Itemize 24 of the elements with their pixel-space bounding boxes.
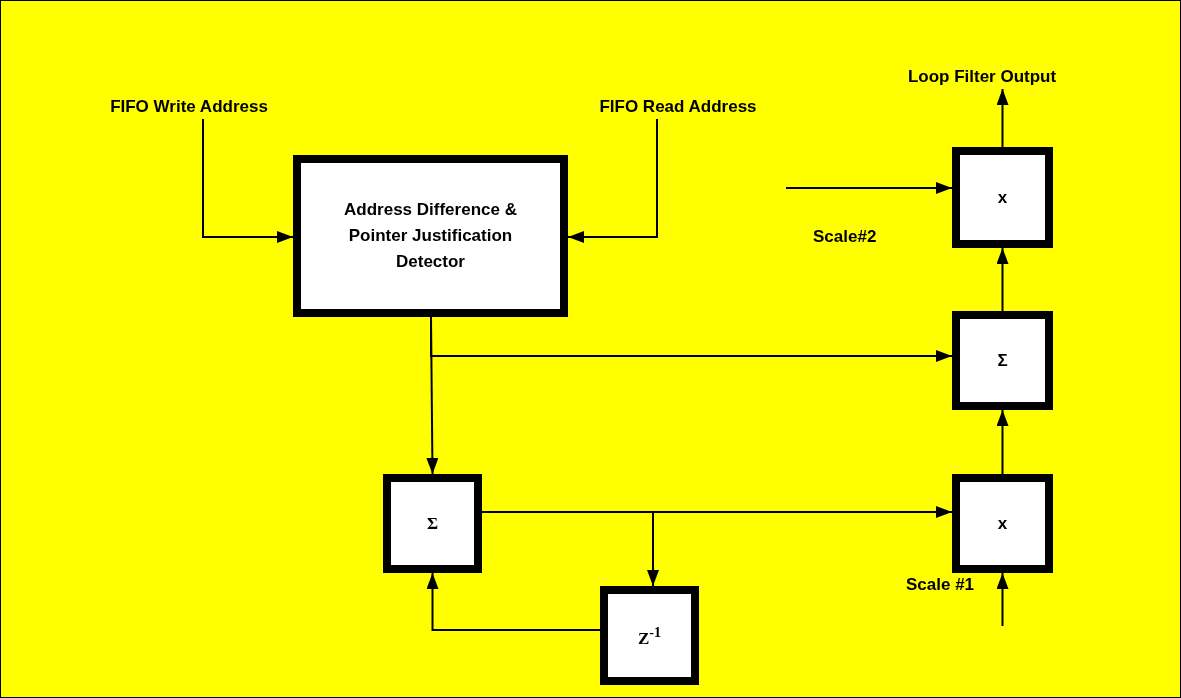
multiplier-block [952, 147, 1053, 248]
arrow [996, 572, 1009, 627]
delay-block [600, 586, 699, 685]
summer-block [383, 474, 482, 573]
block-text: x [996, 512, 1009, 535]
arrow [996, 88, 1009, 148]
multiplier-block [952, 474, 1053, 573]
input-label: FIFO Write Address [89, 97, 289, 117]
block-text: Address Difference & Pointer Justification Detector [343, 199, 518, 273]
block-text: x [996, 186, 1009, 209]
arrow [481, 511, 659, 587]
arrow [785, 182, 953, 194]
arrow [996, 247, 1009, 312]
detector-block [293, 155, 568, 317]
block-text: Z$^{-1}$ [636, 623, 663, 650]
arrow [996, 409, 1009, 475]
input-label: FIFO Read Address [573, 97, 783, 117]
arrow [202, 118, 294, 243]
output-label: Loop Filter Output [887, 67, 1077, 87]
arrow [567, 118, 658, 243]
summer-block [952, 311, 1053, 410]
block-text: Σ [425, 512, 440, 535]
block-text: Σ [996, 349, 1009, 372]
arrow [426, 572, 601, 631]
